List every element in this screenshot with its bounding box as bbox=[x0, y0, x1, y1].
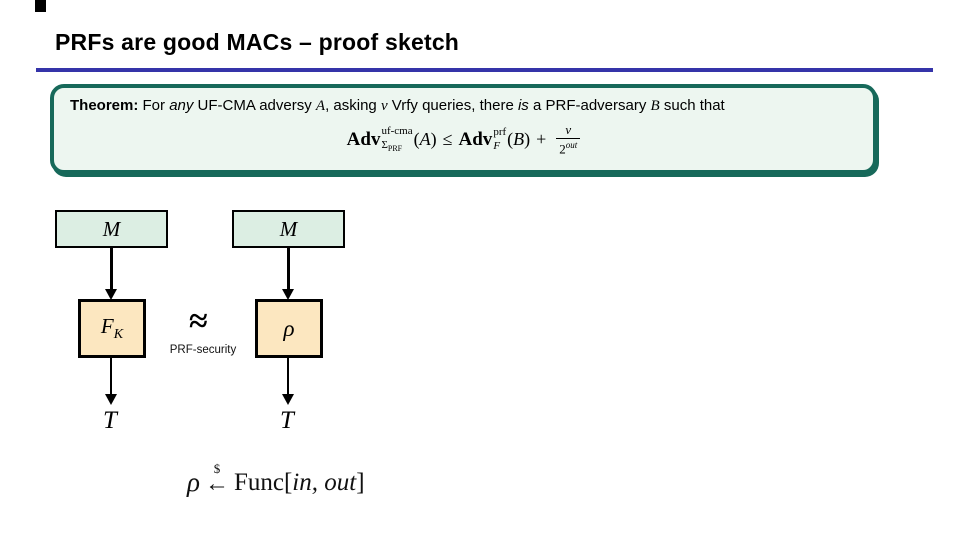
denominator-exponent: out bbox=[565, 139, 578, 150]
prf-superscript: prf bbox=[493, 126, 507, 139]
sigma-symbol: Σ bbox=[381, 139, 388, 152]
dollar-arrow: $ ← bbox=[204, 461, 229, 497]
theorem-text-segment: such that bbox=[659, 97, 725, 114]
theorem-word-is: is bbox=[517, 97, 529, 114]
function-label-FK: FK bbox=[101, 314, 123, 343]
theorem-text-segment: Vrfy queries, there bbox=[387, 97, 518, 114]
var-B: B bbox=[513, 129, 525, 150]
rho-symbol: ρ bbox=[187, 466, 200, 497]
paren-close: ) bbox=[524, 129, 531, 150]
theorem-label: Theorem: bbox=[70, 97, 139, 114]
F-subscript: F bbox=[493, 140, 501, 153]
arrow-head-icon bbox=[282, 394, 294, 405]
theorem-word-any: any bbox=[169, 97, 194, 114]
var-B: B bbox=[650, 98, 660, 114]
message-label: M bbox=[279, 216, 298, 241]
fraction-denominator: 2out bbox=[556, 137, 581, 157]
tag-label-left: T bbox=[103, 407, 117, 434]
var-A: A bbox=[419, 129, 431, 150]
tag-label-right: T bbox=[280, 407, 294, 434]
arrow-head-icon bbox=[105, 394, 117, 405]
message-box-left: M bbox=[55, 210, 168, 248]
corner-mark bbox=[35, 0, 46, 12]
adv-operator: Adv bbox=[346, 128, 381, 150]
arrow-line bbox=[287, 248, 290, 291]
adv-operator: Adv bbox=[458, 128, 493, 150]
message-box-right: M bbox=[232, 210, 345, 248]
fraction-numerator: v bbox=[565, 121, 572, 137]
paren-close: ) bbox=[430, 129, 437, 150]
arrow-line bbox=[110, 248, 113, 291]
rho-label: ρ bbox=[283, 315, 295, 341]
sigma-prf-subscript: ΣPRF bbox=[381, 140, 402, 153]
var-A: A bbox=[315, 98, 326, 114]
paren-open: ( bbox=[413, 129, 420, 150]
leq-symbol: ≤ bbox=[442, 129, 453, 150]
prf-subscript: PRF bbox=[387, 144, 403, 154]
func-args: in, out bbox=[292, 469, 357, 497]
plus-symbol: + bbox=[536, 129, 547, 150]
arrow-head-icon bbox=[282, 289, 294, 300]
slide-title: PRFs are good MACs – proof sketch bbox=[55, 29, 460, 55]
theorem-text-segment: , asking bbox=[325, 97, 381, 114]
theorem-statement: Theorem: For any UF-CMA adversy A, askin… bbox=[70, 97, 859, 116]
message-label: M bbox=[102, 216, 121, 241]
prf-security-caption: PRF-security bbox=[169, 344, 237, 356]
arrow-head-icon bbox=[105, 289, 117, 300]
function-letter: F bbox=[100, 313, 114, 338]
theorem-box: Theorem: For any UF-CMA adversy A, askin… bbox=[50, 84, 877, 174]
func-bracket-close: ] bbox=[356, 469, 365, 497]
arrow-line bbox=[287, 358, 289, 396]
arrow-line bbox=[110, 358, 112, 396]
theorem-text-segment: For bbox=[138, 97, 170, 114]
paren-open: ( bbox=[507, 129, 514, 150]
random-function-sampling-formula: ρ $ ← Func[in, out] bbox=[187, 462, 365, 497]
prf-function-box: FK bbox=[78, 299, 146, 358]
func-set-label: Func[ bbox=[233, 469, 293, 497]
key-subscript: K bbox=[113, 327, 124, 343]
var-v: v bbox=[380, 98, 388, 114]
theorem-text-segment: a PRF-adversary bbox=[528, 97, 651, 114]
theorem-text-segment: UF-CMA adversy bbox=[193, 97, 316, 114]
random-function-box: ρ bbox=[255, 299, 323, 358]
uf-cma-superscript: uf-cma bbox=[381, 125, 413, 138]
left-arrow-symbol: ← bbox=[204, 471, 229, 497]
approx-symbol: ≈ bbox=[189, 303, 208, 340]
title-underline-rule bbox=[36, 68, 933, 72]
dollar-symbol: $ bbox=[213, 461, 221, 476]
denominator-base: 2 bbox=[559, 141, 566, 157]
